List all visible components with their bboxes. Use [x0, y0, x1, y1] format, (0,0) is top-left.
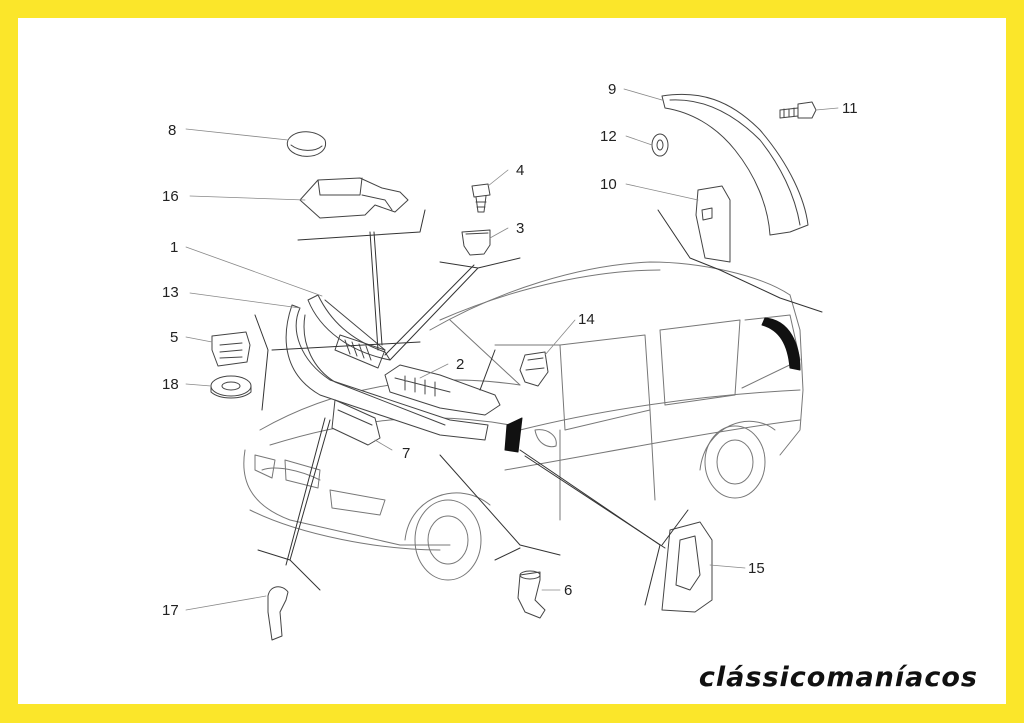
- front-pillar-piece: [504, 417, 523, 453]
- callout-3: 3: [516, 220, 524, 237]
- callout-16: 16: [162, 188, 179, 205]
- part-10-pillar-trim: [695, 185, 731, 263]
- callout-4: 4: [516, 162, 524, 179]
- part-2-cowl-grille: [384, 364, 501, 416]
- part-17-hose: [267, 586, 289, 641]
- callout-1: 1: [170, 239, 178, 256]
- part-5-clip: [211, 331, 251, 367]
- diagram-canvas: [18, 18, 1006, 704]
- callout-15: 15: [748, 560, 765, 577]
- part-6-drain-hose: [517, 570, 546, 619]
- callout-5: 5: [170, 329, 178, 346]
- part-8-cap: [286, 131, 327, 157]
- callout-2: 2: [456, 356, 464, 373]
- callout-17: 17: [162, 602, 179, 619]
- part-1-cowl-panel: [307, 294, 391, 369]
- callout-12: 12: [600, 128, 617, 145]
- part-16-bracket: [299, 177, 409, 219]
- callout-18: 18: [162, 376, 179, 393]
- part-14-clip: [519, 351, 549, 387]
- part-13-seal-strip: [285, 304, 489, 441]
- rear-arch-trim: [761, 317, 801, 371]
- callout-10: 10: [600, 176, 617, 193]
- watermark-logo: clássicomaníacos: [698, 662, 978, 693]
- part-9-roof-rail: [661, 93, 809, 236]
- part-7-cover: [331, 399, 381, 446]
- callout-8: 8: [168, 122, 176, 139]
- leader-lines: [185, 88, 839, 611]
- part-18-grommet: [210, 375, 252, 399]
- explode-lines: [254, 209, 823, 606]
- callout-7: 7: [402, 445, 410, 462]
- callout-13: 13: [162, 284, 179, 301]
- callout-labels: 8 16 1 13 5 18 2 7 4 3 14 6 9 12 10 11 1…: [162, 81, 858, 619]
- part-12-washer: [651, 133, 669, 157]
- part-15-pillar-trim: [661, 521, 713, 613]
- callout-9: 9: [608, 81, 616, 98]
- part-3-clip-nut: [461, 229, 491, 256]
- callout-14: 14: [578, 311, 595, 328]
- callout-6: 6: [564, 582, 572, 599]
- part-11-bolt: [779, 101, 817, 119]
- part-4-screw: [471, 183, 491, 213]
- car-outline: [243, 261, 804, 581]
- callout-11: 11: [842, 100, 858, 117]
